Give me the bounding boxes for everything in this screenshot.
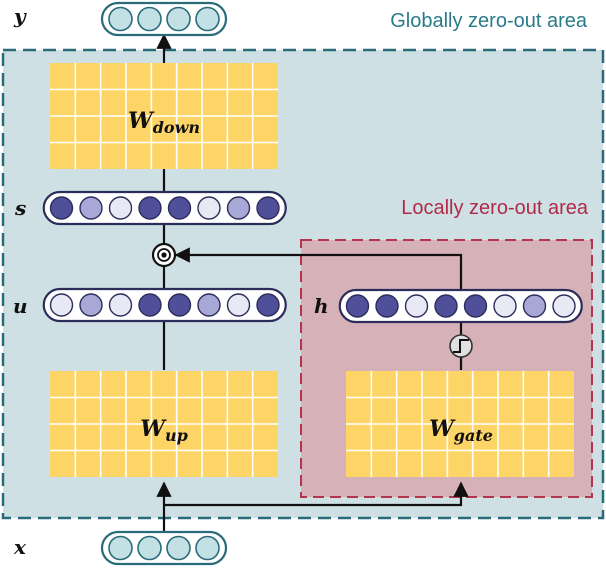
u-vector-neuron	[108, 293, 133, 317]
y-output-vector-unit	[166, 6, 191, 32]
x-input-vector-unit	[137, 535, 162, 561]
step-activation-icon	[449, 334, 473, 358]
x-label: x	[13, 535, 27, 559]
w-gate-sub: gate	[454, 426, 493, 445]
u-vector-neuron	[256, 293, 280, 317]
x-input-vector-unit	[195, 535, 220, 561]
y-label: y	[13, 4, 27, 28]
w-down-label: Wdown	[128, 108, 200, 137]
h-vector-neuron	[404, 294, 429, 318]
s-vector	[42, 190, 287, 226]
w-up-label: Wup	[140, 416, 188, 445]
w-down-main: W	[128, 108, 155, 134]
h-vector-neuron	[522, 294, 547, 318]
w-up-matrix	[50, 371, 278, 477]
globally-zero-out-label: Globally zero-out area	[390, 10, 588, 32]
s-vector-neuron	[108, 196, 133, 220]
h-to-multiply-line	[174, 247, 463, 290]
u-vector-neuron	[197, 293, 221, 317]
branch-to-gate-line	[164, 481, 469, 507]
h-vector-neuron	[493, 294, 517, 318]
y-output-vector-capsule	[100, 1, 228, 37]
s-vector-neuron	[197, 196, 221, 220]
u-vector-capsule	[42, 287, 287, 323]
elementwise-product-icon	[151, 242, 177, 268]
connection-lines	[156, 33, 469, 532]
h-label: h	[314, 294, 329, 318]
h-vector-neuron	[434, 294, 458, 318]
y-output-vector-unit	[195, 6, 220, 32]
x-input-vector-unit	[166, 535, 191, 561]
u-vector-neuron	[226, 293, 251, 317]
x-input-vector-unit	[108, 535, 133, 561]
s-vector-neuron	[256, 196, 280, 220]
w-gate-matrix	[346, 371, 574, 477]
h-vector-neuron	[345, 294, 370, 318]
x-input-vector	[100, 530, 228, 566]
s-vector-neuron	[79, 196, 103, 220]
w-down-sub: down	[153, 118, 200, 137]
u-vector	[42, 287, 287, 323]
h-vector-neuron	[463, 294, 488, 318]
y-output-vector	[100, 1, 228, 37]
u-vector-neuron	[79, 293, 103, 317]
h-vector-capsule	[338, 288, 583, 324]
y-output-vector-unit	[137, 6, 162, 32]
u-vector-neuron	[167, 293, 192, 317]
s-vector-neuron	[138, 196, 162, 220]
w-gate-main: W	[429, 416, 456, 442]
h-vector-neuron	[375, 294, 399, 318]
s-label: s	[14, 196, 26, 220]
u-vector-neuron	[49, 293, 74, 317]
s-vector-neuron	[167, 196, 192, 220]
w-gate-label: Wgate	[429, 416, 493, 445]
u-label: u	[13, 294, 28, 318]
y-output-vector-unit	[108, 6, 133, 32]
w-up-main: W	[140, 416, 167, 442]
s-vector-neuron	[49, 196, 74, 220]
u-vector-neuron	[138, 293, 162, 317]
locally-zero-out-label: Locally zero-out area	[401, 197, 589, 219]
s-vector-capsule	[42, 190, 287, 226]
h-vector	[338, 288, 583, 324]
w-down-matrix	[50, 63, 278, 169]
s-vector-neuron	[226, 196, 251, 220]
h-vector-neuron	[552, 294, 576, 318]
w-up-sub: up	[165, 426, 188, 445]
x-input-vector-capsule	[100, 530, 228, 566]
